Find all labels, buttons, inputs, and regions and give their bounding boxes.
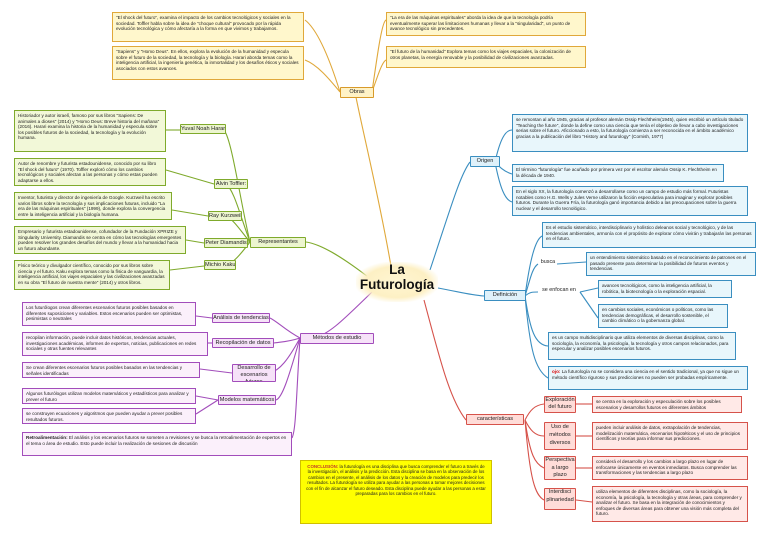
branch-representantes: Representantes (250, 237, 306, 248)
caract-desc-metodos: pueden incluir análisis de datos, extrap… (592, 422, 748, 450)
rep-desc-diamandis: Empresario y futurista estadounidense, c… (14, 226, 186, 254)
rep-desc-toffler: Autor de renombre y futurista estadounid… (14, 158, 166, 186)
link-center-origen (429, 161, 471, 271)
metodo-desc-tendencias: Los futurólogos crean diferentes escenar… (22, 302, 196, 326)
definicion-cambios-sociales: en cambios sociales, económicos o políti… (598, 304, 728, 328)
rep-name-diamandis: Peter Diamandis (204, 238, 248, 248)
rep-name-kaku: Michio Kaku (204, 260, 236, 270)
branch-metodos: Métodos de estudio (300, 333, 374, 344)
metodo-desc-algoritmos: se construyen ecuaciones y algoritmos qu… (22, 408, 196, 424)
obras-toffler-desc: "El shock del futuro", examina el impact… (112, 12, 304, 42)
central-topic-line2: Futurología (359, 277, 435, 292)
conclusion-box: CONCLUSIÓN: la futurología es una discip… (300, 460, 492, 524)
caract-perspectiva: Perspectiva a largo plazo (544, 456, 576, 480)
rep-desc-kaku: Físico teórico y divulgador científico, … (14, 260, 170, 290)
retro-text: El análisis y los escenarios futuros se … (26, 435, 287, 446)
link-center-definicion (437, 287, 485, 297)
metodo-tendencias: Análisis de tendencias (212, 313, 270, 323)
definicion-busca-desc: un entendimiento sistemático basado en e… (586, 252, 756, 276)
branch-obras: Obras (340, 87, 374, 98)
origen-flechtheim-1945: se remontan al año 1945, gracias al prof… (512, 114, 748, 152)
rep-desc-kurzweil: Inventor, futurista y director de ingeni… (14, 192, 172, 220)
branch-caracteristicas: características (466, 414, 524, 425)
rep-name-harari: Yuval Noah Harari (180, 124, 226, 134)
metodo-desc-escenarios: Se crean diferentes escenarios futuros p… (22, 362, 200, 378)
caract-desc-interdisciplinariedad: utiliza elementos de diferentes discipli… (592, 486, 748, 522)
definicion-busca-label: busca (540, 259, 556, 265)
metodo-modelos: Modelos matemáticos (218, 395, 276, 405)
metodo-retroalimentacion: Retroalimentación: El análisis y los esc… (22, 432, 292, 456)
origen-termino: El término "futurología" fue acuñado por… (512, 164, 724, 182)
central-topic: La Futurología (356, 262, 438, 302)
rep-desc-harari: Historiador y autor israelí, famoso por … (14, 110, 166, 152)
link-center-obras (354, 91, 393, 273)
definicion-multidisciplinario: es un campo multidisciplinario que utili… (548, 332, 736, 360)
caract-desc-exploracion: se centra en la exploración y especulaci… (592, 396, 742, 413)
definicion-avances-tecnologicos: avances tecnológicos, como la inteligenc… (598, 280, 732, 298)
definicion-estudio-sistematico: Es el estudio sistemático, interdiscipli… (542, 222, 756, 248)
metodo-desc-datos: recopilan información, puede incluir dat… (22, 332, 208, 356)
caract-metodos: Uso de métodos diversos (544, 422, 576, 450)
ojo-label: ojo: (552, 369, 561, 374)
obras-kurzweil-desc: "La era de las máquinas espirituales" ab… (386, 12, 586, 36)
obras-kaku-desc: "El futuro de la humanidad" Explora tema… (386, 46, 586, 68)
rep-name-toffler: Alvin Toffler: (214, 179, 248, 189)
definicion-enfocan-label: se enfocan en (542, 287, 576, 293)
obras-harari-desc: "Sapiens" y "Homo Deus". En ellos, explo… (112, 46, 304, 80)
conclusion-text: la futurología es una disciplina que bus… (306, 464, 486, 497)
definicion-ojo: ojo: La futurología no se considera una … (548, 366, 748, 390)
conclusion-title: CONCLUSIÓN: (307, 464, 339, 469)
caract-interdisciplinariedad: Interdisci plinariedad (544, 488, 576, 510)
branch-definicion: Definición (484, 290, 526, 301)
link-center-caracteristicas (423, 299, 467, 421)
branch-origen: Origen (470, 156, 500, 167)
caract-desc-perspectiva: considerá el desarrollo y los cambios a … (592, 456, 748, 480)
caract-exploracion: Exploración del futuro (544, 396, 576, 413)
central-topic-line1: La (389, 262, 405, 277)
ojo-text: La futurología no se considera una cienc… (552, 369, 739, 380)
metodo-escenarios: Desarrollo de escenarios futuros (232, 364, 276, 382)
metodo-desc-modelos: Algunos futurólogos utilizan modelos mat… (22, 388, 196, 404)
retro-title: Retroalimentación: (26, 435, 68, 440)
metodo-datos: Recopilación de datos (212, 338, 274, 348)
rep-name-kurzweil: Ray Kurzweil (208, 211, 242, 221)
origen-siglo-xx: En el siglo XX, la futurología comenzó a… (512, 186, 748, 216)
